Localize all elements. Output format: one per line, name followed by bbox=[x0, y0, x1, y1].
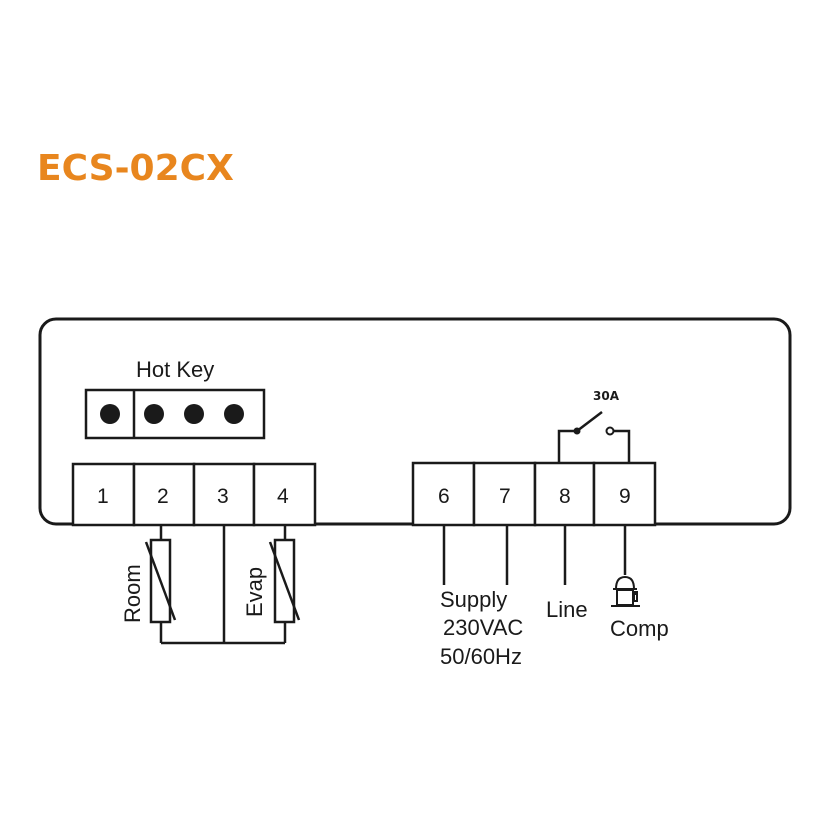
terminal-2[interactable] bbox=[132, 462, 196, 527]
terminal-1[interactable] bbox=[71, 462, 136, 527]
supply-voltage-label: 230VAC bbox=[443, 615, 523, 640]
terminal-7-number: 7 bbox=[499, 485, 511, 508]
terminal-3-number: 3 bbox=[217, 485, 229, 508]
line-label: Line bbox=[546, 597, 588, 622]
compressor-icon bbox=[611, 575, 640, 607]
evap-sensor-thermistor-icon bbox=[268, 538, 301, 624]
supply-frequency-label: 50/60Hz bbox=[440, 644, 522, 669]
room-sensor-thermistor-icon bbox=[144, 538, 177, 624]
hot-key-connector[interactable] bbox=[84, 388, 266, 440]
terminal-2-number: 2 bbox=[157, 485, 169, 508]
terminal-1-number: 1 bbox=[97, 485, 109, 508]
hot-key-label: Hot Key bbox=[136, 357, 214, 382]
evap-sensor-label: Evap bbox=[242, 567, 267, 617]
model-title: ECS-02CX bbox=[37, 148, 234, 189]
terminal-8-number: 8 bbox=[559, 485, 571, 508]
hot-key-pin-icon bbox=[224, 404, 244, 424]
hot-key-pin-icon bbox=[144, 404, 164, 424]
hot-key-pin-icon bbox=[100, 404, 120, 424]
room-sensor-label: Room bbox=[120, 564, 145, 623]
supply-label: Supply bbox=[440, 587, 507, 612]
terminal-4[interactable] bbox=[252, 462, 317, 527]
terminal-6[interactable] bbox=[411, 461, 476, 527]
relay-rating: 30A bbox=[593, 389, 620, 403]
relay-switch-icon bbox=[557, 411, 631, 463]
terminal-block-right bbox=[411, 461, 657, 527]
terminal-block-left bbox=[71, 462, 317, 527]
hot-key-pin-icon bbox=[184, 404, 204, 424]
terminal-6-number: 6 bbox=[438, 485, 450, 508]
comp-label: Comp bbox=[610, 616, 669, 641]
terminal-9-number: 9 bbox=[619, 485, 631, 508]
terminal-4-number: 4 bbox=[277, 485, 289, 508]
